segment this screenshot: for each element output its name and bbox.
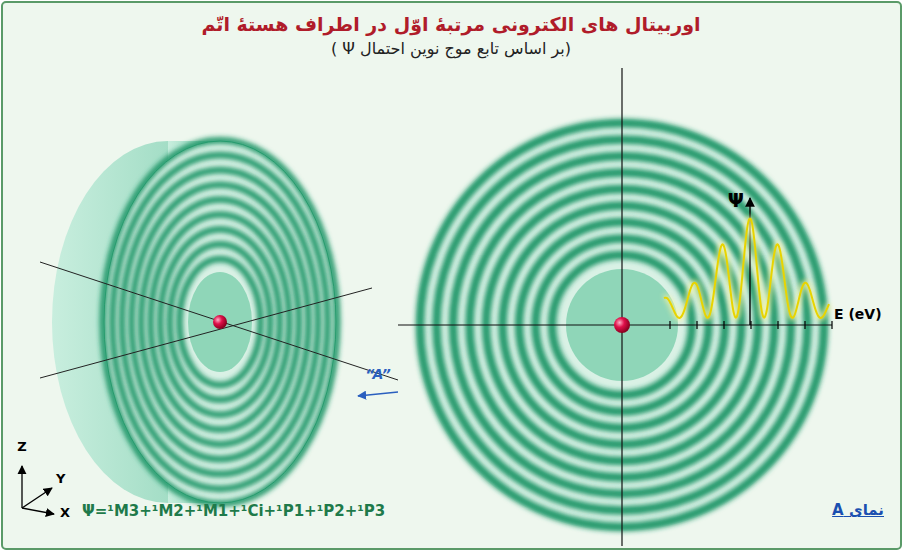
nucleus xyxy=(213,315,227,329)
axis-indicator xyxy=(22,466,54,514)
axes xyxy=(398,68,832,546)
title: اوربیتال های الکترونی مرتبهٔ اوّل در اطر… xyxy=(201,14,700,36)
wave-graph xyxy=(664,198,832,329)
disc-3d xyxy=(52,140,337,504)
view-label: “A” xyxy=(365,366,390,382)
axis-label: Y xyxy=(56,472,65,487)
disc-axes xyxy=(40,262,398,380)
axis-label: X xyxy=(60,506,70,521)
axis-label: Ψ xyxy=(728,190,744,212)
view-arrow xyxy=(358,392,398,396)
nucleus xyxy=(614,317,630,333)
view-caption: نمای A xyxy=(832,502,884,519)
formula: Ψ=¹M3+¹M2+¹M1+¹Ci+¹P1+¹P2+¹P3 xyxy=(82,503,385,520)
axis-label: Z xyxy=(17,440,26,455)
subtitle: (بر اساس تابع موج نوین احتمال Ψ ) xyxy=(331,40,571,58)
axis-label: E (eV) xyxy=(834,306,882,322)
